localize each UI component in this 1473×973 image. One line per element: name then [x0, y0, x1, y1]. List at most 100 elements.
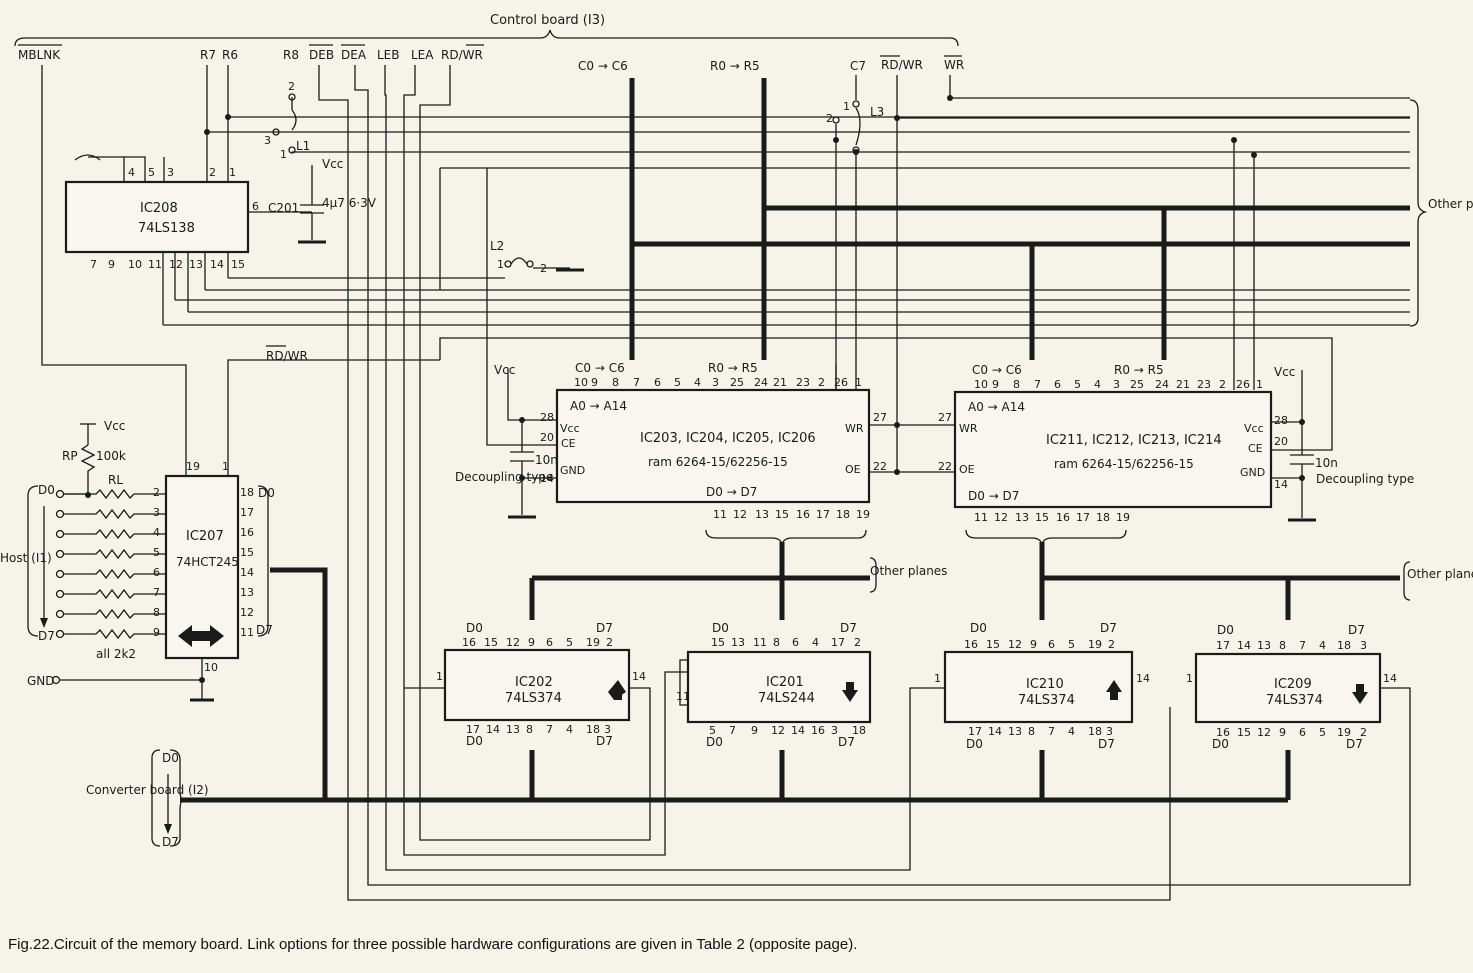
svg-text:WR: WR	[845, 422, 864, 435]
ram-a-pins: Vcc CE GND WR OE 28 20 14 27 22	[540, 411, 887, 485]
svg-text:20: 20	[1274, 435, 1288, 448]
ram-b-bottom-pins: 11 12 13 15 16 17 18 19	[974, 511, 1130, 524]
svg-text:3: 3	[831, 724, 838, 737]
svg-text:CE: CE	[561, 437, 576, 450]
ic208-ref: IC208	[140, 201, 178, 216]
svg-text:5: 5	[153, 546, 160, 559]
svg-text:2: 2	[854, 636, 861, 649]
svg-text:D0: D0	[1217, 623, 1234, 637]
svg-text:2: 2	[1108, 638, 1115, 651]
signal-r8: R8	[283, 48, 299, 62]
ic207-bus-brace	[257, 485, 269, 637]
svg-text:RP: RP	[62, 449, 78, 463]
rdwr-label: RD/WR	[881, 58, 923, 72]
ic209-pins: 17 14 13 8 7 4 18 3 16 15 12 9 6 5 19 2	[1216, 639, 1367, 739]
ram-a-row-label: R0 → R5	[708, 361, 758, 375]
svg-text:6: 6	[1299, 726, 1306, 739]
svg-text:7: 7	[1299, 639, 1306, 652]
svg-text:25: 25	[1130, 378, 1144, 391]
svg-text:14: 14	[486, 723, 500, 736]
svg-text:10n: 10n	[1315, 456, 1338, 470]
svg-text:11: 11	[676, 690, 690, 703]
svg-text:13: 13	[1008, 725, 1022, 738]
converter-brace-right	[169, 749, 185, 847]
other-planes-brace	[1409, 99, 1428, 327]
ram-a-part: ram 6264-15/62256-15	[648, 455, 788, 469]
svg-text:18: 18	[1337, 639, 1351, 652]
svg-text:21: 21	[1176, 378, 1190, 391]
svg-text:3: 3	[1360, 639, 1367, 652]
svg-text:100k: 100k	[96, 449, 126, 463]
svg-text:D7: D7	[1346, 737, 1363, 751]
signal-dea: DEA	[341, 48, 367, 62]
circuit-schematic: Control board (I3) MBLNK R7 R6 R8 DEB DE…	[0, 13, 1473, 901]
ic202-pins: 16 15 12 9 6 5 19 2 17 14 13 8 7 4 18 3	[462, 636, 613, 736]
svg-text:1: 1	[436, 670, 443, 683]
svg-text:27: 27	[873, 411, 887, 424]
svg-text:10: 10	[204, 661, 218, 674]
svg-text:19: 19	[186, 460, 200, 473]
svg-text:5: 5	[1074, 378, 1081, 391]
svg-text:26: 26	[834, 376, 848, 389]
svg-text:Vcc: Vcc	[560, 422, 580, 435]
svg-text:8: 8	[773, 636, 780, 649]
svg-text:20: 20	[540, 431, 554, 444]
svg-text:3: 3	[712, 376, 719, 389]
svg-text:15: 15	[711, 636, 725, 649]
host-brace	[27, 485, 39, 637]
ram-b-chip	[953, 390, 1273, 509]
svg-text:5: 5	[148, 166, 155, 179]
other-planes-brace-right	[1403, 561, 1411, 601]
ic208-chip	[64, 180, 250, 254]
link-l1: L1 2 3 1 Vcc	[264, 80, 343, 171]
svg-text:13: 13	[240, 586, 254, 599]
host-d0: D0	[38, 483, 55, 497]
svg-text:4: 4	[153, 526, 160, 539]
svg-text:8: 8	[1028, 725, 1035, 738]
ram-b-part: ram 6264-15/62256-15	[1054, 457, 1194, 471]
svg-text:6: 6	[153, 566, 160, 579]
signal-leb: LEB	[377, 48, 400, 62]
svg-text:15: 15	[775, 508, 789, 521]
svg-text:15: 15	[240, 546, 254, 559]
svg-text:13: 13	[189, 258, 203, 271]
svg-text:D7: D7	[840, 621, 857, 635]
svg-text:4: 4	[812, 636, 819, 649]
svg-text:5: 5	[709, 724, 716, 737]
svg-text:D0: D0	[970, 621, 987, 635]
rl-resistor	[64, 508, 166, 520]
ic207-ref: IC207	[186, 529, 224, 544]
ic209-down-arrow-icon	[1352, 684, 1368, 704]
svg-text:RL: RL	[108, 473, 123, 487]
other-planes-label-mid: Other planes	[870, 564, 947, 578]
svg-text:D7: D7	[1098, 737, 1115, 751]
svg-text:6: 6	[252, 200, 259, 213]
svg-text:GND: GND	[560, 464, 585, 477]
svg-text:11: 11	[753, 636, 767, 649]
control-board-title: Control board (I3)	[490, 13, 605, 28]
svg-text:11: 11	[240, 626, 254, 639]
rl-resistor	[64, 548, 166, 560]
svg-text:4µ7 6·3V: 4µ7 6·3V	[322, 196, 377, 210]
svg-text:16: 16	[1216, 726, 1230, 739]
svg-text:12: 12	[771, 724, 785, 737]
svg-text:12: 12	[240, 606, 254, 619]
ic201-down-arrow-icon	[842, 682, 858, 702]
svg-text:19: 19	[856, 508, 870, 521]
svg-text:2: 2	[1360, 726, 1367, 739]
svg-text:D0: D0	[706, 735, 723, 749]
svg-text:Vcc: Vcc	[1244, 422, 1264, 435]
ram-b-ref: IC211, IC212, IC213, IC214	[1046, 433, 1222, 448]
signal-r7: R7	[200, 48, 216, 62]
row-address-label: R0 → R5	[710, 59, 760, 73]
host-input-terminal	[55, 509, 65, 519]
gnd-label: GND	[27, 674, 55, 688]
rl-resistor	[64, 628, 166, 640]
svg-text:17: 17	[240, 506, 254, 519]
svg-text:all 2k2: all 2k2	[96, 647, 136, 661]
ic210-pins: 16 15 12 9 6 5 19 2 17 14 13 8 7 4 18 3	[964, 638, 1115, 738]
svg-text:7: 7	[633, 376, 640, 389]
ic207-bus-d7: D7	[256, 623, 273, 637]
data-bus	[180, 529, 1400, 803]
